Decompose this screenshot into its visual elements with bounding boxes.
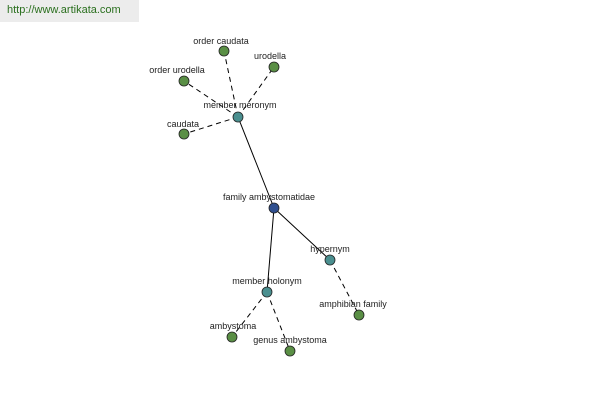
label-caudata[interactable]: caudata	[167, 119, 199, 129]
site-url-link[interactable]: http://www.artikata.com	[7, 4, 121, 16]
edge-member-holonym-to-ambystoma	[231, 291, 268, 338]
edge-member-meronym-to-caudata	[183, 116, 239, 135]
node-order-caudata[interactable]	[218, 45, 230, 57]
edge-member-meronym-to-order-urodella	[183, 80, 239, 118]
edge-member-meronym-to-order-caudata	[223, 50, 239, 118]
label-family-ambystomatidae[interactable]: family ambystomatidae	[223, 192, 315, 202]
url-bar: http://www.artikata.com	[0, 0, 139, 22]
node-genus-ambystoma[interactable]	[284, 345, 296, 357]
label-order-urodella[interactable]: order urodella	[149, 65, 205, 75]
node-amphibian-family[interactable]	[353, 309, 365, 321]
edge-family-ambystomatidae-to-member-meronym	[237, 116, 275, 209]
edge-member-meronym-to-urodella	[237, 66, 275, 118]
label-ambystoma[interactable]: ambystoma	[210, 321, 257, 331]
label-hypernym[interactable]: hypernym	[310, 244, 350, 254]
label-genus-ambystoma[interactable]: genus ambystoma	[253, 335, 327, 345]
graph-nodes	[178, 45, 365, 357]
node-family-ambystomatidae[interactable]	[268, 202, 280, 214]
edge-family-ambystomatidae-to-member-holonym	[266, 207, 275, 293]
node-caudata[interactable]	[178, 128, 190, 140]
label-amphibian-family[interactable]: amphibian family	[319, 299, 387, 309]
node-ambystoma[interactable]	[226, 331, 238, 343]
label-member-meronym[interactable]: member meronym	[203, 100, 276, 110]
edge-family-ambystomatidae-to-hypernym	[273, 207, 331, 261]
label-member-holonym[interactable]: member holonym	[232, 276, 302, 286]
graph-edges	[183, 50, 360, 352]
node-hypernym[interactable]	[324, 254, 336, 266]
graph-labels: family ambystomatidae member meronym hyper…	[149, 36, 387, 345]
node-member-meronym[interactable]	[232, 111, 244, 123]
node-order-urodella[interactable]	[178, 75, 190, 87]
label-order-caudata[interactable]: order caudata	[193, 36, 249, 46]
edge-hypernym-to-amphibian-family	[329, 259, 360, 316]
label-urodella[interactable]: urodella	[254, 51, 286, 61]
node-member-holonym[interactable]	[261, 286, 273, 298]
node-urodella[interactable]	[268, 61, 280, 73]
edge-member-holonym-to-genus-ambystoma	[266, 291, 291, 352]
